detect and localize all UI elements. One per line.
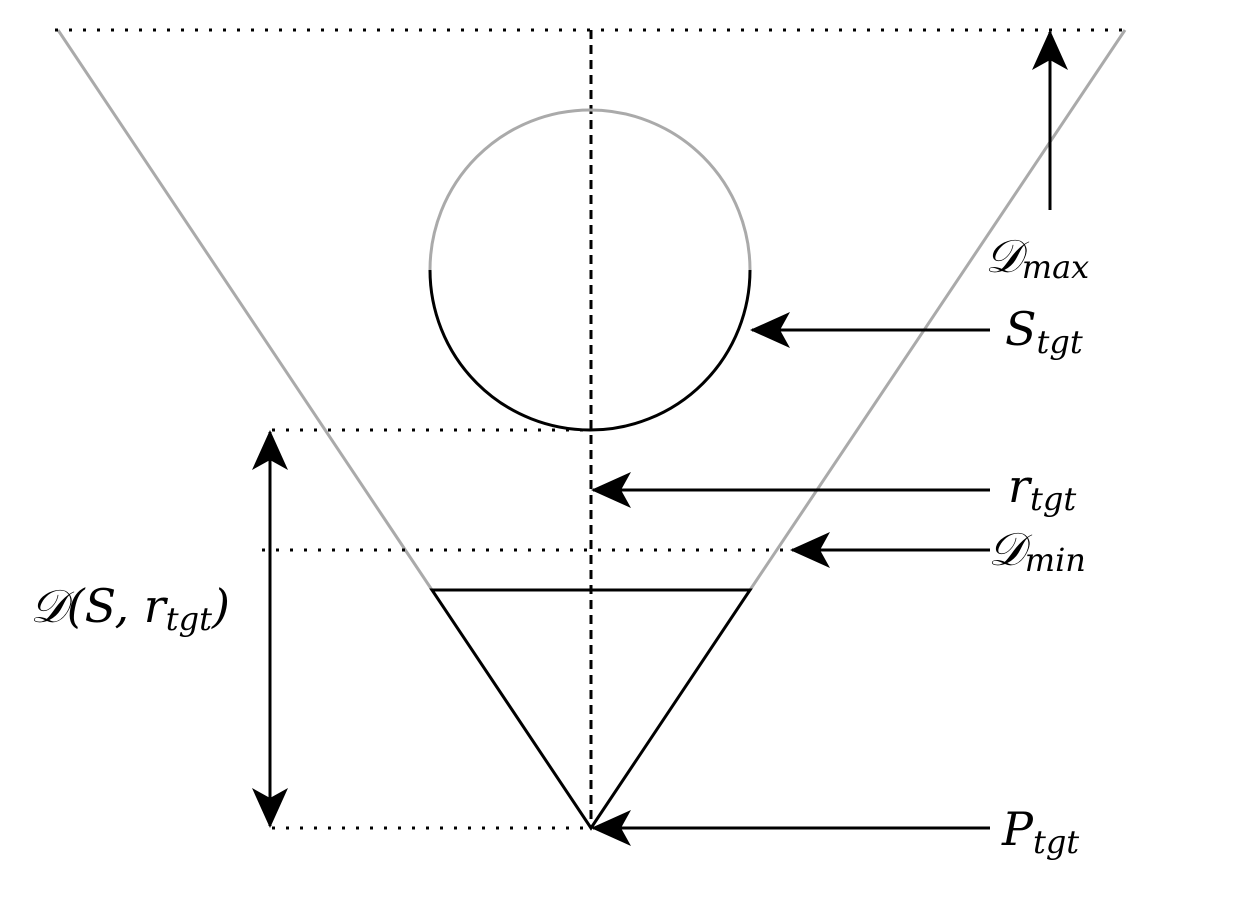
- sphere-top-arc: [428, 108, 752, 271]
- s-tgt-label-sub: tgt: [1037, 323, 1083, 361]
- s-tgt-label: Stgt: [1005, 302, 1083, 361]
- p-tgt-label: Ptgt: [1001, 802, 1079, 861]
- r-tgt-label-main: r: [1008, 459, 1033, 513]
- d-max-label: 𝒟max: [985, 229, 1089, 286]
- r-tgt-label: rtgt: [1008, 459, 1076, 518]
- d-max-label-sub: max: [1022, 248, 1089, 286]
- cone-left-edge: [56, 29, 434, 591]
- distance-label: 𝒟(S, rtgt): [30, 579, 230, 638]
- s-tgt-label-main: S: [1005, 302, 1037, 356]
- d-min-label-sub: min: [1025, 541, 1086, 579]
- r-tgt-label-sub: tgt: [1030, 480, 1076, 518]
- p-tgt-label-main: P: [1001, 802, 1034, 856]
- distance-label-sub: tgt: [166, 600, 212, 638]
- distance-label-prefix: 𝒟(S, r: [30, 579, 169, 633]
- distance-label-suffix: ): [211, 579, 230, 633]
- d-min-label: 𝒟min: [988, 522, 1086, 579]
- cone-right-edge: [748, 29, 1127, 591]
- camera-triangle: [429, 588, 753, 831]
- p-tgt-label-sub: tgt: [1033, 823, 1079, 861]
- sphere-bottom-arc: [428, 269, 752, 432]
